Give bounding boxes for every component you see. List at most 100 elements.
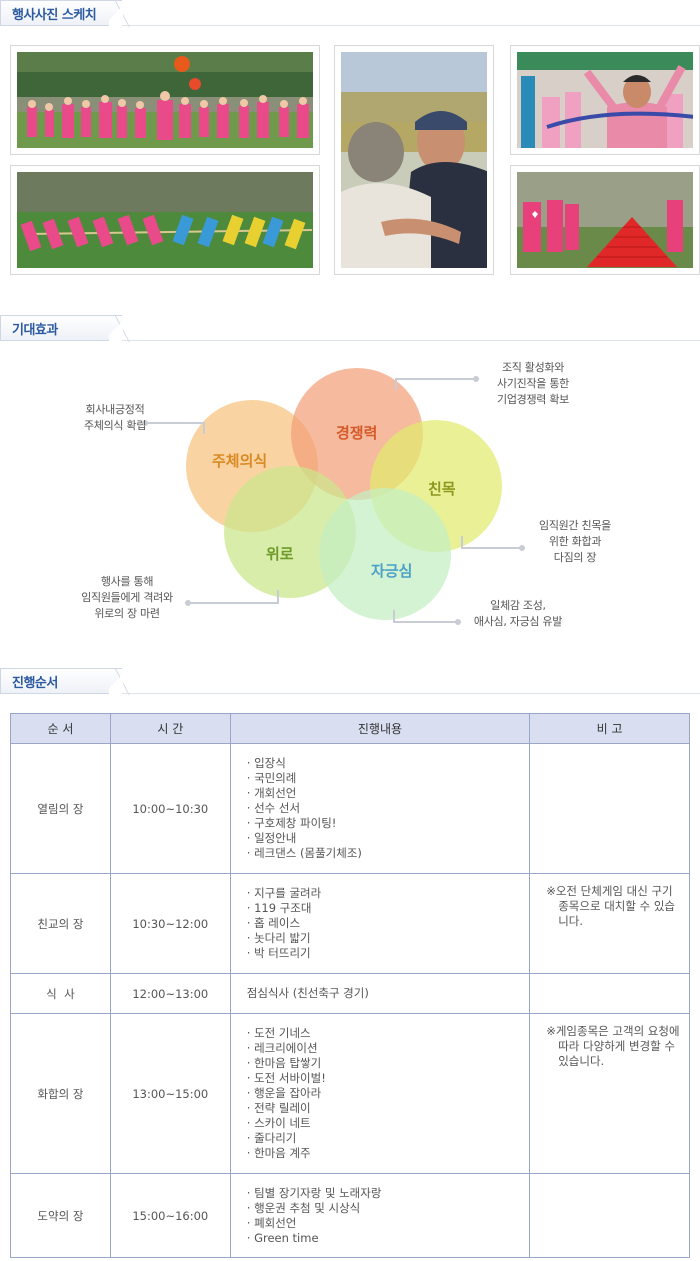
- list-item: 도전 기네스: [247, 1026, 529, 1041]
- event-photo-dance: [17, 52, 313, 148]
- header-order: 순 서: [10, 713, 111, 744]
- section-title-schedule: 진행순서: [12, 676, 58, 691]
- row-time: 12:00~13:00: [109, 973, 231, 1014]
- list-item: 국민의례: [247, 771, 529, 786]
- list-item: 지구를 굴려라: [247, 886, 529, 901]
- event-photo-tower: [517, 172, 693, 268]
- list-item: 팀별 장기자랑 및 노래자랑: [247, 1186, 529, 1201]
- venn-label-friendship: 친목: [428, 480, 456, 498]
- callout-friendship: 임직원간 친목을 위한 화합과 다짐의 장: [539, 519, 611, 564]
- connector-consolation: [190, 590, 279, 604]
- list-item: 놋다리 밟기: [247, 931, 529, 946]
- list-item: 한마음 계주: [247, 1146, 529, 1161]
- row-order: 친교의 장: [10, 873, 111, 974]
- photo-frame-3: [334, 45, 494, 275]
- list-item: 119 구조대: [247, 901, 529, 916]
- section-tab-photos: 행사사진 스케치: [0, 0, 700, 26]
- tab-underline: [122, 340, 700, 341]
- section-title-effects: 기대효과: [12, 323, 58, 338]
- venn-label-ownership: 주체의식: [212, 452, 268, 470]
- tab-underline: [122, 693, 700, 694]
- table-row: 열림의 장 10:00~10:30 입장식 국민의례 개회선언 선수 선서 구호…: [10, 743, 690, 874]
- list-item: 홉 레이스: [247, 916, 529, 931]
- venn-label-consolation: 위로: [266, 545, 294, 563]
- tab-underline: [122, 25, 700, 26]
- list-item: 한마음 탑쌓기: [247, 1056, 529, 1071]
- row-order: 열림의 장: [10, 743, 111, 874]
- callout-ownership: 회사내긍정적 주체의식 확립: [83, 403, 147, 432]
- row-time: 15:00~16:00: [109, 1173, 231, 1258]
- row-note: [529, 743, 690, 874]
- activity-list: 도전 기네스 레크리에이션 한마음 탑쌓기 도전 서바이벌! 행운을 잡아라 전…: [247, 1026, 529, 1161]
- tab-background: [0, 0, 123, 26]
- list-item: 구호제창 파이팅!: [247, 816, 529, 831]
- note-text: ※오전 단체게임 대신 구기종목으로 대치할 수 있습니다.: [546, 884, 675, 928]
- photo-frame-2: [10, 165, 320, 275]
- connector-friendship-dot: [519, 545, 525, 551]
- activity-list: 팀별 장기자랑 및 노래자랑 행운권 추첨 및 시상식 폐회선언 Green t…: [247, 1186, 529, 1246]
- list-item: 행운권 추첨 및 시상식: [247, 1201, 529, 1216]
- list-item: 일정안내: [247, 831, 529, 846]
- list-item: 레크리에이션: [247, 1041, 529, 1056]
- connector-consolation-dot: [185, 600, 191, 606]
- tab-background: [0, 668, 123, 694]
- expected-effects-diagram: 주체의식 경쟁력 친목 위로 자긍심 회사내긍정적 주체의식 확립 조직 활성화…: [0, 350, 700, 650]
- list-item: 레크댄스 (몸풀기체조): [247, 846, 529, 861]
- event-photo-cheer: [517, 52, 693, 148]
- list-item: 줄다리기: [247, 1131, 529, 1146]
- header-note: 비 고: [529, 713, 690, 744]
- photo-frame-4: [510, 45, 700, 155]
- section-title-photos: 행사사진 스케치: [12, 8, 97, 23]
- event-photo-tug-of-war: [17, 172, 313, 268]
- connector-pride-dot: [455, 619, 461, 625]
- row-note: [529, 1173, 690, 1258]
- row-note: [529, 973, 690, 1014]
- event-photo-hug: [341, 52, 487, 268]
- note-text: ※게임종목은 고객의 요청에 따라 다양하게 변경할 수 있습니다.: [546, 1024, 680, 1068]
- list-item: 스카이 네트: [247, 1116, 529, 1131]
- activity-list: 지구를 굴려라 119 구조대 홉 레이스 놋다리 밟기 박 터뜨리기: [247, 886, 529, 961]
- schedule-table: 순 서 시 간 진행내용 비 고 열림의 장 10:00~10:30 입장식 국…: [10, 713, 690, 1258]
- section-tab-schedule: 진행순서: [0, 668, 700, 694]
- table-row: 화합의 장 13:00~15:00 도전 기네스 레크리에이션 한마음 탑쌓기 …: [10, 1013, 690, 1174]
- section-tab-effects: 기대효과: [0, 315, 700, 341]
- photo-frame-1: [10, 45, 320, 155]
- callout-pride: 일체감 조성, 애사심, 자긍심 유발: [473, 599, 563, 628]
- venn-label-competitiveness: 경쟁력: [336, 424, 378, 442]
- row-order: 도약의 장: [10, 1173, 111, 1258]
- venn-label-pride: 자긍심: [371, 562, 413, 580]
- list-item: 선수 선서: [247, 801, 529, 816]
- list-item: 도전 서바이벌!: [247, 1071, 529, 1086]
- row-content: 지구를 굴려라 119 구조대 홉 레이스 놋다리 밟기 박 터뜨리기: [229, 873, 531, 974]
- activity-list: 입장식 국민의례 개회선언 선수 선서 구호제창 파이팅! 일정안내 레크댄스 …: [247, 756, 529, 861]
- list-item: 행운을 잡아라: [247, 1086, 529, 1101]
- row-order: 식 사: [10, 973, 111, 1014]
- list-item: Green time: [247, 1231, 529, 1246]
- row-content: 팀별 장기자랑 및 노래자랑 행운권 추첨 및 시상식 폐회선언 Green t…: [229, 1173, 531, 1258]
- row-time: 13:00~15:00: [109, 1013, 231, 1174]
- row-note: ※게임종목은 고객의 요청에 따라 다양하게 변경할 수 있습니다.: [529, 1013, 690, 1174]
- photo-frame-5: [510, 165, 700, 275]
- list-item: 입장식: [247, 756, 529, 771]
- list-item: 전략 릴레이: [247, 1101, 529, 1116]
- list-item: 개회선언: [247, 786, 529, 801]
- venn-svg: [142, 368, 525, 625]
- list-item: 폐회선언: [247, 1216, 529, 1231]
- callout-consolation: 행사를 통해 임직원들에게 격려와 위로의 장 마련: [81, 575, 173, 620]
- table-row: 친교의 장 10:30~12:00 지구를 굴려라 119 구조대 홉 레이스 …: [10, 873, 690, 974]
- table-header-row: 순 서 시 간 진행내용 비 고: [10, 713, 690, 744]
- connector-friendship: [461, 536, 520, 549]
- connector-ownership-dot: [142, 420, 148, 426]
- list-item: 박 터뜨리기: [247, 946, 529, 961]
- row-content: 도전 기네스 레크리에이션 한마음 탑쌓기 도전 서바이벌! 행운을 잡아라 전…: [229, 1013, 531, 1174]
- connector-pride: [393, 610, 456, 623]
- row-note: ※오전 단체게임 대신 구기종목으로 대치할 수 있습니다.: [529, 873, 690, 974]
- table-row: 식 사 12:00~13:00 점심식사 (친선축구 경기): [10, 973, 690, 1014]
- row-content: 점심식사 (친선축구 경기): [229, 973, 531, 1014]
- row-content: 입장식 국민의례 개회선언 선수 선서 구호제창 파이팅! 일정안내 레크댄스 …: [229, 743, 531, 874]
- connector-competitiveness: [395, 378, 474, 390]
- header-content: 진행내용: [229, 713, 531, 744]
- table-row: 도약의 장 15:00~16:00 팀별 장기자랑 및 노래자랑 행운권 추첨 …: [10, 1173, 690, 1258]
- tab-background: [0, 315, 123, 341]
- callout-competitiveness: 조직 활성화와 사기진작을 통한 기업경쟁력 확보: [497, 361, 569, 406]
